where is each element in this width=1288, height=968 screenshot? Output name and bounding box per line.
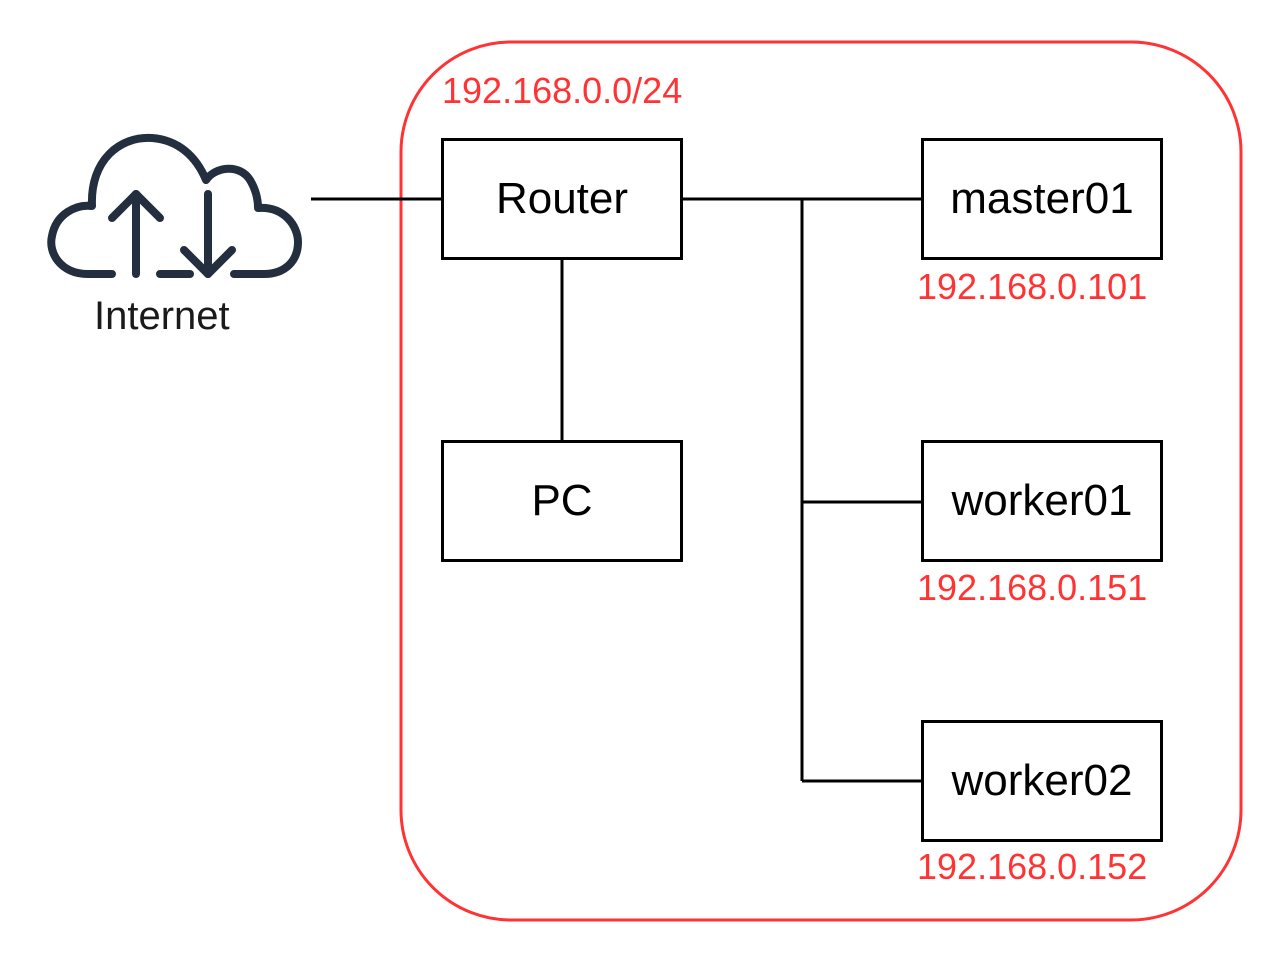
master01-ip: 192.168.0.101 — [917, 266, 1148, 307]
master01-label: master01 — [950, 174, 1134, 223]
router-label: Router — [495, 174, 629, 223]
subnet-boundary — [399, 40, 1243, 922]
internet-label: Internet — [94, 294, 230, 338]
master01-node[interactable]: master01 — [921, 138, 1163, 260]
worker02-label: worker02 — [951, 756, 1133, 805]
worker02-ip: 192.168.0.152 — [917, 846, 1148, 887]
router-node[interactable]: Router — [441, 138, 683, 260]
worker01-label: worker01 — [951, 476, 1133, 525]
subnet-label: 192.168.0.0/24 — [442, 70, 683, 111]
worker01-node[interactable]: worker01 — [921, 440, 1163, 562]
cloud-upload-download-icon — [47, 133, 302, 278]
pc-label: PC — [531, 476, 593, 525]
worker02-node[interactable]: worker02 — [921, 720, 1163, 842]
worker01-ip: 192.168.0.151 — [917, 567, 1148, 608]
pc-node[interactable]: PC — [441, 440, 683, 562]
